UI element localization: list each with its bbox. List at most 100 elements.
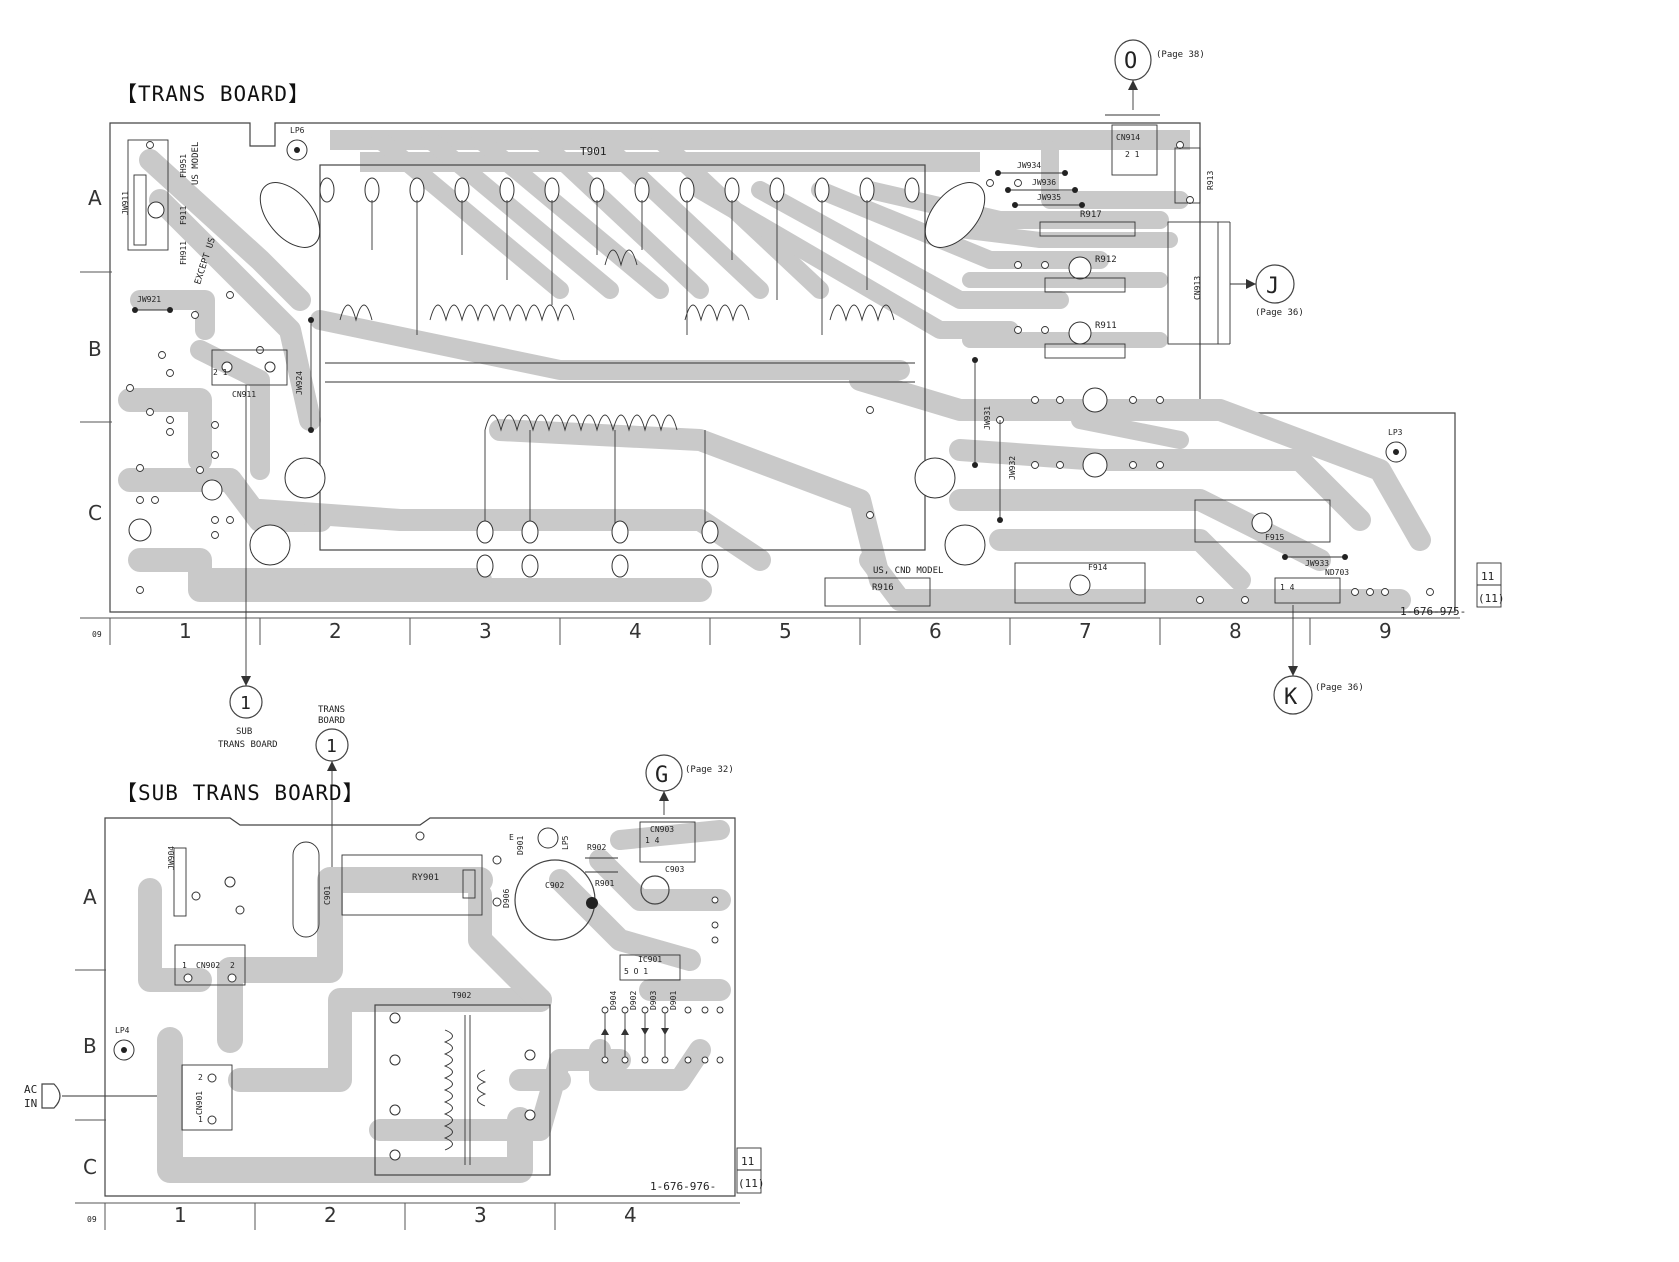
sub-page-box-1: 11 (741, 1155, 754, 1168)
cn902-connector (174, 944, 246, 986)
connector-k-page: (Page 36) (1315, 683, 1364, 693)
trans-col-1: 1 (179, 619, 192, 643)
trans-col-5: 5 (779, 619, 792, 643)
e-label: E (509, 833, 514, 842)
fh911-label: FH911 (179, 241, 188, 265)
jw904-jumper (173, 847, 187, 917)
rectifier-diodes (601, 1010, 669, 1060)
cn914-connector (1111, 124, 1158, 176)
trans-board: 【TRANS BOARD】 (80, 82, 1505, 645)
jw924-label: JW924 (295, 371, 304, 395)
f915-label: F915 (1265, 533, 1284, 542)
trans-board-mounting-holes (128, 182, 1108, 566)
trans-row-a: A (88, 186, 102, 210)
trans-col-9: 9 (1379, 619, 1392, 643)
connector-one-sub: 1 SUB TRANS BOARD (218, 385, 278, 750)
sub-trans-board: 【SUB TRANS BOARD】 JW904 C901 RY901 (75, 781, 765, 1230)
connector-one-sub-caption2: TRANS BOARD (218, 740, 278, 750)
r916-body (824, 577, 931, 607)
connector-one-sub-letter: 1 (240, 693, 251, 714)
lp3-label: LP3 (1388, 428, 1403, 437)
r917-label: R917 (1080, 210, 1102, 220)
sub-row-a: A (83, 885, 97, 909)
jw931-label: JW931 (983, 406, 992, 430)
r916-label: R916 (872, 583, 894, 593)
connector-one-trans-caption1: TRANS (318, 705, 345, 715)
t902-secondary-winding (477, 1069, 487, 1107)
trans-col-3: 3 (479, 619, 492, 643)
trans-board-title: 【TRANS BOARD】 (116, 82, 310, 106)
f911-label: F911 (179, 206, 188, 225)
cn901-label: CN901 (195, 1091, 204, 1115)
t901-label: T901 (580, 145, 607, 158)
t902-outline (374, 1004, 551, 1176)
jw921-label: JW921 (137, 295, 161, 304)
trans-board-part-number: 1-676-975- (1400, 605, 1466, 618)
sub-board-pads (601, 896, 724, 1064)
lp6-label: LP6 (290, 126, 305, 135)
jw936-label: JW936 (1032, 178, 1056, 187)
lp5-label: LP5 (561, 835, 570, 850)
connector-g-letter: G (655, 763, 668, 788)
connector-j-page: (Page 36) (1255, 308, 1304, 318)
trans-board-pads (126, 141, 1434, 604)
d901-label: D901 (516, 836, 525, 855)
t902-primary-winding (443, 1029, 453, 1151)
cn901-pin-1: 1 (198, 1115, 203, 1124)
cn902-pin-2: 2 (230, 961, 235, 970)
cn911-label: CN911 (232, 390, 256, 399)
jumper-wires-top-right (995, 170, 1085, 208)
trans-board-column-grid (80, 617, 1460, 645)
cn911-connector (211, 349, 288, 386)
sub-col-3: 3 (474, 1203, 487, 1227)
c903-capacitor (640, 875, 670, 905)
jw933-label: JW933 (1305, 559, 1329, 568)
sub-board-column-grid (75, 1202, 740, 1230)
t902-pins (389, 1012, 536, 1161)
ry901-label: RY901 (412, 873, 439, 883)
t901-outline (319, 164, 926, 551)
connector-j: J (Page 36) (1230, 264, 1304, 318)
connector-g-page: (Page 32) (685, 765, 734, 775)
connector-one-sub-caption1: SUB (236, 727, 252, 737)
sub-trans-board-part-number: 1-676-976- (650, 1180, 716, 1193)
c903-label: C903 (665, 865, 684, 874)
cn903-label: CN903 (650, 825, 674, 834)
cn901-connector (181, 1064, 233, 1131)
cn913-connector (1167, 221, 1219, 345)
f914-label: F914 (1088, 563, 1107, 572)
r911-pad (1068, 321, 1092, 345)
trans-row-b: B (88, 337, 102, 361)
sub-page-box-2: (11) (738, 1177, 765, 1190)
trans-board-outline (109, 122, 1456, 613)
sub-corner-code: 09 (87, 1215, 97, 1224)
cn911-pins: 2 1 (213, 368, 228, 377)
sub-col-2: 2 (324, 1203, 337, 1227)
trans-col-6: 6 (929, 619, 942, 643)
fuse-holder-area (127, 139, 169, 251)
cn901-pin-2: 2 (198, 1073, 203, 1082)
connector-g: G (Page 32) (635, 754, 734, 819)
r912-body (1044, 277, 1126, 293)
r901-label: R901 (595, 879, 614, 888)
ic901-pins: 5 O 1 (624, 967, 648, 976)
fh951-label: FH951 (179, 154, 188, 178)
jw932-label: JW932 (1008, 456, 1017, 480)
cn913-label: CN913 (1193, 276, 1202, 300)
trans-col-7: 7 (1079, 619, 1092, 643)
trans-col-2: 2 (329, 619, 342, 643)
trans-page-box-2: (11) (1478, 592, 1505, 605)
d903-label: D903 (649, 991, 658, 1010)
connector-ac-in: AC IN (24, 1083, 175, 1110)
r917-body (1039, 221, 1136, 237)
sub-trans-board-title: 【SUB TRANS BOARD】 (116, 781, 365, 805)
trans-row-c: C (88, 501, 102, 525)
r912-label: R912 (1095, 255, 1117, 265)
us-cnd-model-label: US, CND MODEL (873, 566, 943, 576)
jw935-label: JW935 (1037, 193, 1061, 202)
r913-body (1174, 147, 1201, 204)
connector-j-letter: J (1266, 274, 1279, 299)
f914-fuse (1014, 562, 1146, 604)
us-model-label: US MODEL (191, 142, 201, 185)
sub-row-b: B (83, 1034, 97, 1058)
